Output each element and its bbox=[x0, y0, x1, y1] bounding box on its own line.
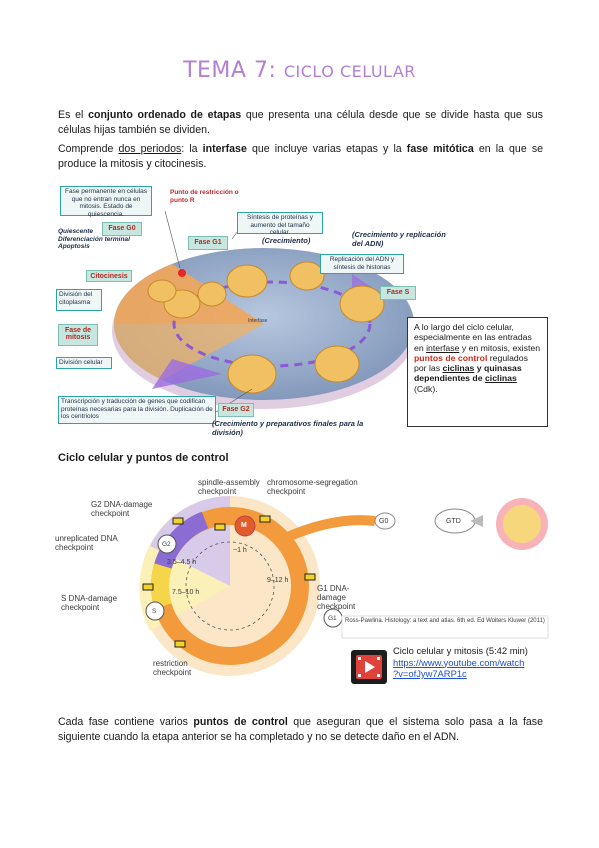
synthesis-box: Síntesis de proteínas y aumento del tama… bbox=[237, 212, 323, 236]
intro-paragraph-2: Comprende dos periodos: la interfase que… bbox=[58, 143, 544, 170]
g1-damage-checkpoint-label: G1 DNA-damage checkpoint bbox=[317, 584, 356, 611]
s-duration: 7.5–10 h bbox=[172, 589, 200, 596]
cytokinesis-label: Citocinesis bbox=[86, 270, 132, 282]
interphase-label: Interfase bbox=[248, 318, 268, 324]
g2-damage-checkpoint-label: G2 DNA-damage checkpoint bbox=[91, 500, 153, 518]
title-main: TEMA 7: bbox=[183, 58, 277, 83]
source-citation: Ross-Pawlina. Histology: a text and atla… bbox=[345, 618, 545, 624]
replication-box: Replicación del ADN y síntesis de histon… bbox=[320, 254, 404, 274]
video-link-line-1[interactable]: https://www.youtube.com/watch bbox=[393, 656, 525, 668]
chromosome-checkpoint-label: chromosome-segregation checkpoint bbox=[267, 478, 358, 496]
cell-cycle-drawing bbox=[112, 210, 416, 413]
film-play-icon bbox=[356, 655, 382, 679]
video-text: Ciclo celular y mitosis (5:42 min) https… bbox=[393, 645, 528, 680]
video-link-line-2[interactable]: ?v=ofJyw7ARP1c bbox=[393, 668, 467, 679]
video-icon[interactable] bbox=[351, 650, 387, 684]
quiescence-box: Fase permanente en células que no entran… bbox=[60, 186, 152, 218]
restriction-point-marker bbox=[178, 269, 186, 277]
spindle-checkpoint-label: spindle-assembly checkpoint bbox=[198, 478, 260, 496]
m-duration: ~1 h bbox=[233, 547, 247, 554]
g1-duration: 9–12 h bbox=[267, 577, 289, 584]
restriction-checkpoint-label: restriction checkpoint bbox=[153, 659, 192, 677]
closing-paragraph: Cada fase contiene varios puntos de cont… bbox=[58, 716, 543, 743]
intro-paragraph-1: Es el conjunto ordenado de etapas que pr… bbox=[58, 109, 543, 136]
checkpoint-note: A lo largo del ciclo celular, especialme… bbox=[407, 317, 548, 427]
checkpoint-diagram: spindle-assembly checkpoint chromosome-s… bbox=[55, 466, 551, 696]
phase-g2: Fase G2 bbox=[218, 403, 254, 417]
unreplicated-dna-checkpoint-label: unreplicated DNA checkpoint bbox=[55, 534, 118, 552]
phase-s: Fase S bbox=[380, 286, 416, 300]
mitosis-phase-label: Fase de mitosis bbox=[58, 324, 98, 346]
restriction-point-label: Punto de restricción o punto R bbox=[170, 189, 239, 204]
checkpoint-drawing bbox=[139, 496, 549, 676]
title-sub: CICLO CELULAR bbox=[283, 62, 416, 81]
g1-phase-label: G1 bbox=[328, 615, 337, 622]
page-title: TEMA 7: CICLO CELULAR bbox=[0, 58, 599, 83]
quiescent-label: Quiescente Diferenciación terminal Apopt… bbox=[58, 228, 130, 250]
m-phase-label: M bbox=[241, 522, 247, 529]
cell-division-box: División celular bbox=[56, 357, 112, 369]
phase-g0: Fase G0 bbox=[102, 222, 142, 236]
cell-cycle-diagram: Fase permanente en células que no entran… bbox=[52, 184, 548, 438]
section-heading-checkpoints: Ciclo celular y puntos de control bbox=[58, 452, 229, 464]
video-reference[interactable]: Ciclo celular y mitosis (5:42 min) https… bbox=[349, 641, 549, 693]
transcription-box: Transcripción y traducción de genes que … bbox=[58, 396, 216, 424]
growth-replication-label: (Crecimiento y replicación del ADN) bbox=[352, 230, 446, 248]
growth-label: (Crecimiento) bbox=[262, 236, 311, 245]
growth-preparation-label: (Crecimiento y preparativos finales para… bbox=[212, 419, 364, 437]
video-title: Ciclo celular y mitosis (5:42 min) bbox=[393, 645, 528, 656]
g0-label: G0 bbox=[379, 518, 389, 525]
phase-g1: Fase G1 bbox=[188, 236, 228, 250]
g2-phase-label: G2 bbox=[162, 541, 171, 548]
cytoplasm-division-box: División del citoplasma bbox=[56, 289, 102, 311]
gtd-label: GTD bbox=[446, 518, 461, 525]
s-damage-checkpoint-label: S DNA-damage checkpoint bbox=[61, 594, 118, 612]
s-phase-label: S bbox=[152, 608, 157, 615]
g2-duration: 3.5–4.5 h bbox=[167, 559, 197, 566]
